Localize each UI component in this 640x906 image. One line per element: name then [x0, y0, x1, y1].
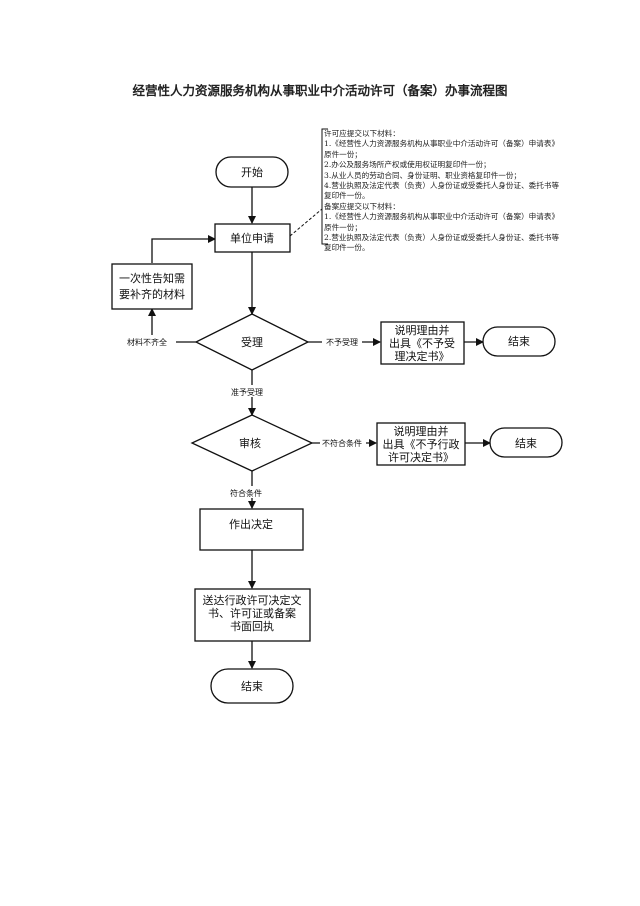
edge-label-accepted: 准予受理 — [231, 387, 263, 397]
end3-label: 结束 — [241, 680, 263, 693]
note-line: 2.办公及服务场所产权或使用权证明复印件一份； — [324, 160, 491, 170]
end1-label: 结束 — [508, 335, 530, 348]
start-node — [215, 156, 289, 188]
note-bracket — [321, 128, 328, 245]
deliver-node — [194, 588, 311, 642]
edge-label-qualified: 符合条件 — [230, 488, 262, 498]
accept-node — [194, 313, 310, 371]
reject-notice-node — [380, 321, 465, 365]
note-line: 备案应提交以下材料： — [324, 201, 400, 211]
inform-label-2: 要补齐的材料 — [119, 287, 185, 301]
edge-label-not-qualified: 不符合条件 — [322, 438, 362, 448]
note-line: 许可应提交以下材料： — [324, 129, 400, 138]
reject-notice-label-3: 理决定书》 — [395, 349, 450, 363]
deny-notice-label-2: 出具《不予行政 — [383, 437, 460, 451]
end1-node — [482, 326, 556, 357]
diagram-title: 经营性人力资源服务机构从事职业中介活动许可（备案）办事流程图 — [132, 83, 508, 98]
note-line: 1.《经营性人力资源服务机构从事职业中介活动许可（备案）申请表》原件一份； — [324, 139, 560, 159]
edge-inform-apply — [151, 235, 216, 263]
edge-label-incomplete: 材料不齐全 — [127, 337, 167, 347]
inform-label-1: 一次性告知需 — [119, 271, 185, 285]
end2-label: 结束 — [515, 437, 537, 450]
review-label: 审核 — [239, 436, 261, 450]
apply-label: 单位申请 — [230, 231, 274, 245]
deliver-label-1: 送达行政许可决定文 — [203, 593, 302, 607]
end2-node — [489, 427, 563, 458]
note-callout — [289, 208, 323, 237]
apply-node — [214, 223, 291, 253]
end3-node — [210, 668, 294, 704]
edge-label-not-accepted: 不予受理 — [326, 337, 358, 347]
deliver-label-3: 书面回执 — [230, 619, 274, 633]
note-line: 1.《经营性人力资源服务机构从事职业中介活动许可（备案）申请表》原件一份； — [324, 212, 560, 232]
reject-notice-label-2: 出具《不予受 — [389, 336, 455, 350]
review-node — [190, 414, 314, 472]
accept-label: 受理 — [241, 336, 263, 349]
deny-notice-label-3: 许可决定书》 — [388, 450, 454, 464]
start-label: 开始 — [241, 165, 263, 179]
deliver-label-2: 书、许可证或备案 — [208, 606, 296, 620]
inform-node — [111, 263, 193, 310]
deny-notice-node — [376, 422, 466, 466]
reject-notice-label-1: 说明理由并 — [395, 323, 450, 337]
decide-label: 作出决定 — [229, 517, 273, 531]
note-line: 3.从业人员的劳动合同、身份证明、职业资格复印件一份； — [324, 170, 522, 180]
note-line: 2.营业执照及法定代表（负责）人身份证或受委托人身份证、委托书等复印件一份。 — [324, 233, 560, 253]
note-line: 4.营业执照及法定代表（负责）人身份证或受委托人身份证、委托书等复印件一份。 — [324, 181, 560, 201]
materials-note: 许可应提交以下材料： 1.《经营性人力资源服务机构从事职业中介活动许可（备案）申… — [324, 129, 564, 254]
deny-notice-label-1: 说明理由并 — [394, 424, 449, 438]
decide-node — [199, 508, 304, 551]
